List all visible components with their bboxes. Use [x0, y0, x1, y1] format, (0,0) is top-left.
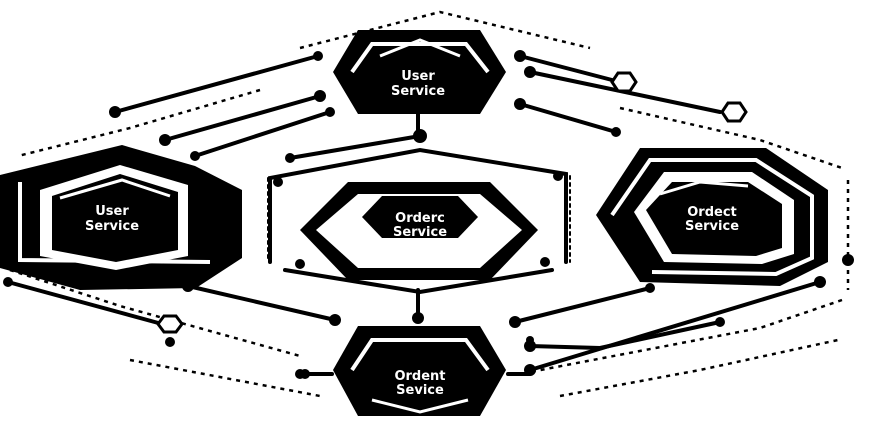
node-bottom-label-line1: Ordent — [394, 369, 445, 384]
bottom-stubs — [295, 369, 532, 379]
center-frame — [267, 147, 571, 295]
node-left-label-line2: Service — [85, 219, 139, 234]
outer-dotted-frame — [9, 10, 850, 398]
connector-lines — [6, 54, 822, 372]
node-center-orderc-service: Orderc Service — [300, 182, 538, 280]
hexagon-node-icon — [610, 71, 638, 93]
node-bottom-label-line2: Sevice — [396, 383, 444, 398]
hexagon-node-icon — [156, 314, 184, 334]
node-center-label-line2: Service — [393, 225, 447, 240]
node-center-label-line1: Orderc — [395, 211, 445, 226]
node-top-label-line2: Service — [391, 84, 445, 99]
node-left-user-service: User Service — [0, 145, 242, 290]
small-hexagon-nodes — [156, 71, 748, 334]
node-bottom-ordent-service: Ordent Sevice — [333, 326, 506, 416]
node-right-label-line1: Ordect — [687, 205, 737, 220]
node-right-ordect-service: Ordect Service — [596, 148, 828, 286]
node-left-label-line1: User — [95, 204, 129, 219]
node-top-user-service: User Service — [333, 30, 506, 114]
node-right-label-line2: Service — [685, 219, 739, 234]
hexagon-node-icon — [720, 101, 748, 123]
node-top-label-line1: User — [401, 69, 435, 84]
